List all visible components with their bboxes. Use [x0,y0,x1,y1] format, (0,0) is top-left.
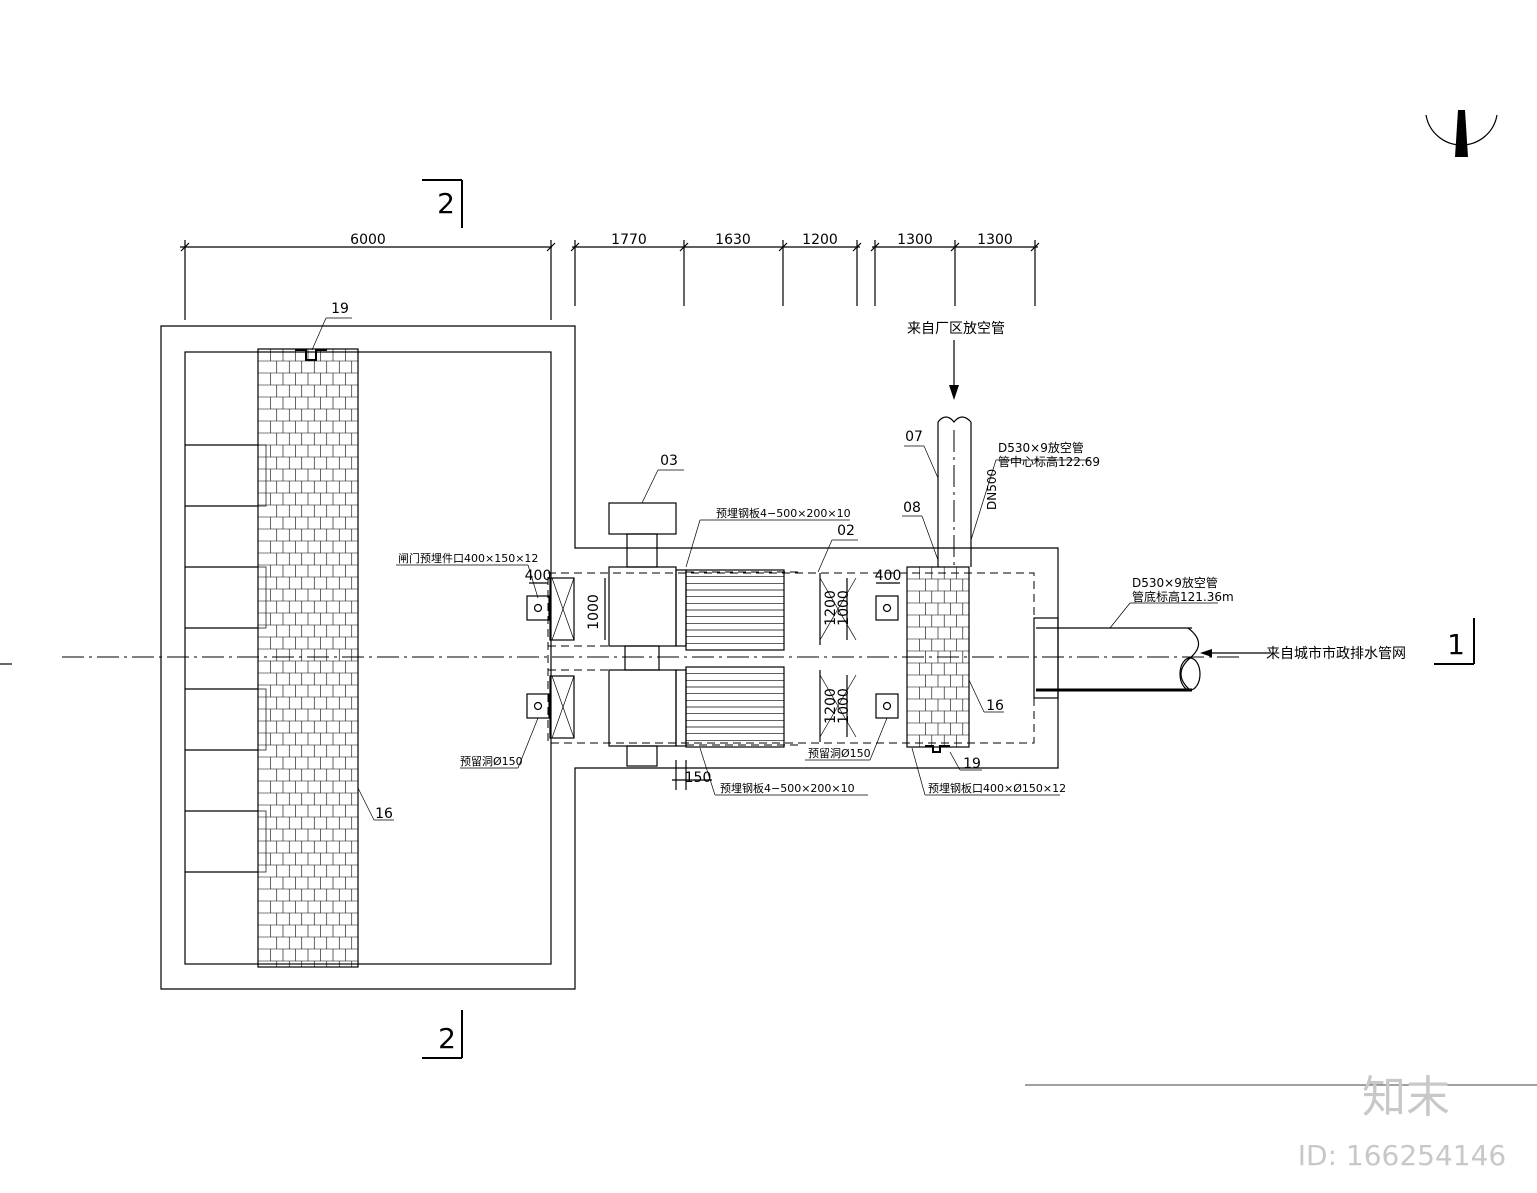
svg-text:2: 2 [437,187,455,220]
pipe-hole-left-label: 预留洞Ø150 [460,755,523,768]
section-mark-2-top: 2 [422,179,463,228]
svg-text:2: 2 [438,1022,456,1055]
svg-text:1000: 1000 [836,688,852,724]
dimension-spans: 1770 1630 1200 1300 1300 [570,232,1040,306]
grating-left [257,348,359,968]
span-1-label: 1770 [611,232,647,248]
drain-pipe [1033,617,1270,699]
dimension-gate-left: 1000 400 [525,568,606,640]
svg-text:1000: 1000 [586,594,602,630]
pipe-hole-right-label: 预留洞Ø150 [808,747,871,760]
dimension-overall: 6000 [180,232,556,320]
tag-08: 08 [903,500,921,516]
drain-pipe-elev: 管底标高121.36m [1132,589,1234,604]
section-mark-1-right: 1 [1434,618,1475,665]
bottom-gap-label: 150 [685,770,712,786]
bar-screens [685,569,800,748]
from-plant-vent-label: 来自厂区放空管 [907,321,1005,337]
tag-03: 03 [660,453,678,469]
svg-text:400: 400 [525,568,552,584]
span-5-label: 1300 [977,232,1013,248]
span-4-label: 1300 [897,232,933,248]
watermark: 知末 ID: 166254146 [1025,1072,1537,1172]
svg-text:1200: 1200 [823,688,839,724]
leaders: 19 16 03 02 07 08 16 19 [311,301,1218,822]
embed-plate-upper-label: 预埋钢板4−500×200×10 [716,506,851,520]
tag-19-top: 19 [331,301,349,317]
svg-text:400: 400 [875,568,902,584]
tag-16-left: 16 [375,806,393,822]
svg-text:1200: 1200 [823,590,839,626]
svg-text:1000: 1000 [836,590,852,626]
vent-pipe [937,340,972,567]
svg-text:1: 1 [1447,628,1465,661]
embed-plate-right-label: 预埋钢板口400×Ø150×12 [928,781,1066,795]
dimension-overall-label: 6000 [350,232,386,248]
section-mark-2-bottom: 2 [422,1010,463,1059]
annotations: 来自厂区放空管 来自城市市政排水管网 D530×9放空管 管中心标高122.69… [398,321,1406,795]
embed-plate-lower-label: 预埋钢板4−500×200×10 [720,781,855,795]
drain-pipe-spec: D530×9放空管 [1132,575,1218,590]
pump-units [608,502,687,767]
grating-right [906,566,970,753]
tag-19-bottom: 19 [963,756,981,772]
tag-07: 07 [905,429,923,445]
watermark-id: ID: 166254146 [1298,1139,1506,1172]
tag-16-right: 16 [986,698,1004,714]
channel-dashed [547,572,1035,744]
gate-embed-left-label: 闸门预埋件口400×150×12 [398,551,538,565]
sluice-gate-left [526,577,575,739]
watermark-logo: 知末 [1362,1072,1450,1123]
dimension-gate-middle: 1200 1000 1200 1000 400 [819,568,902,742]
vent-pipe-dn: DN500 [985,469,999,510]
tag-02: 02 [837,523,855,539]
vent-pipe-spec: D530×9放空管 [998,440,1084,455]
north-arrow-icon [1425,110,1498,157]
span-2-label: 1630 [715,232,751,248]
from-city-drain-label: 来自城市市政排水管网 [1266,645,1406,662]
span-3-label: 1200 [802,232,838,248]
vent-pipe-elev: 管中心标高122.69 [998,454,1100,469]
